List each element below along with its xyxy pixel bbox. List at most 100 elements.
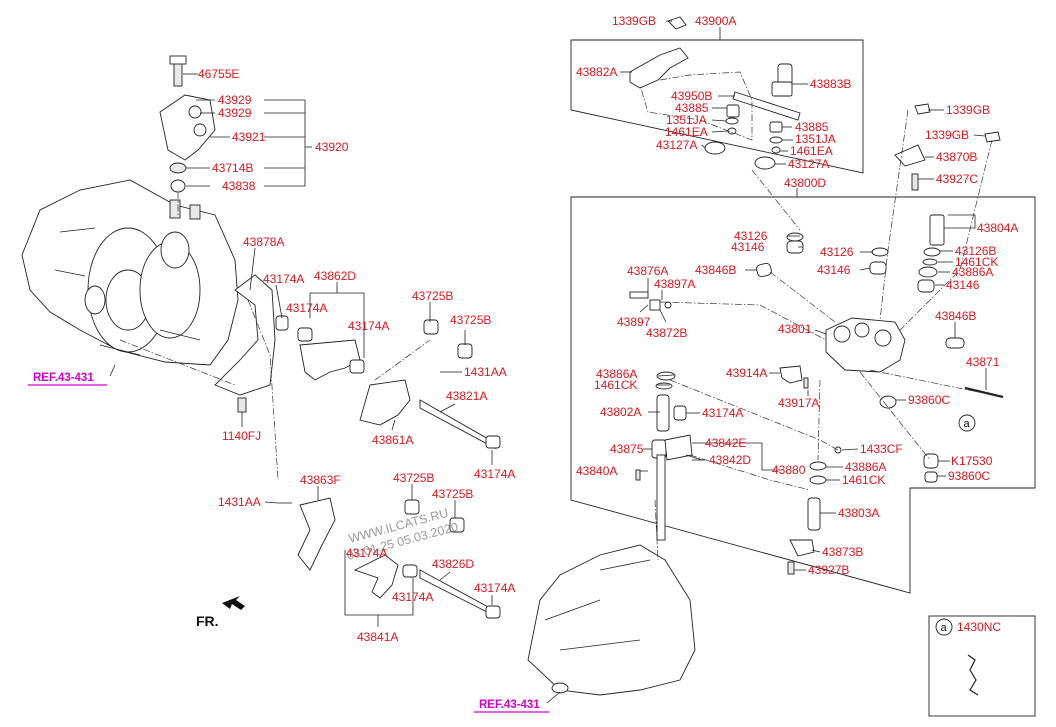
- part-label-43840A[interactable]: 43840A: [576, 464, 617, 478]
- part-label-43861A[interactable]: 43861A: [372, 433, 413, 447]
- part-label-43917A[interactable]: 43917A: [778, 396, 819, 410]
- part-label-43886A[interactable]: 43886A: [952, 265, 993, 279]
- part-label-43871[interactable]: 43871: [966, 355, 1000, 369]
- part-label-1140FJ[interactable]: 1140FJ: [222, 429, 261, 443]
- part-label-43842D[interactable]: 43842D: [709, 453, 751, 467]
- part-label-43883B[interactable]: 43883B: [810, 77, 851, 91]
- part-label-1431AA[interactable]: 1431AA: [464, 365, 507, 379]
- part-label-43863F[interactable]: 43863F: [300, 473, 341, 487]
- part-label-43127A[interactable]: 43127A: [656, 138, 697, 152]
- part-label-1339GB[interactable]: 1339GB: [612, 14, 656, 28]
- part-label-43826D[interactable]: 43826D: [432, 557, 474, 571]
- part-label-43882A[interactable]: 43882A: [576, 65, 617, 79]
- part-label-43802A[interactable]: 43802A: [600, 405, 641, 419]
- part-label-43885[interactable]: 43885: [795, 120, 829, 134]
- part-label-43126[interactable]: 43126: [734, 229, 768, 243]
- part-label-43804A[interactable]: 43804A: [977, 221, 1018, 235]
- part-label-46755E[interactable]: 46755E: [198, 67, 239, 81]
- callout-a-diagram: a: [958, 414, 976, 432]
- part-label-43174A[interactable]: 43174A: [348, 319, 389, 333]
- ref-link-left[interactable]: REF.43-431: [28, 372, 107, 386]
- part-label-43126B[interactable]: 43126B: [955, 244, 996, 258]
- svg-text:a: a: [941, 622, 948, 634]
- part-label-1461EA[interactable]: 1461EA: [790, 144, 833, 158]
- part-label-1461CK[interactable]: 1461CK: [955, 255, 998, 269]
- part-label-43921[interactable]: 43921: [232, 130, 266, 144]
- part-label-43146[interactable]: 43146: [946, 278, 980, 292]
- bracket-assembly-43920: [159, 55, 216, 193]
- part-label-43146[interactable]: 43146: [731, 240, 765, 254]
- part-label-43876A[interactable]: 43876A: [627, 264, 668, 278]
- part-label-43900A[interactable]: 43900A: [695, 14, 736, 28]
- part-label-43174A[interactable]: 43174A: [286, 301, 327, 315]
- part-label-43714B[interactable]: 43714B: [212, 161, 253, 175]
- part-label-43875[interactable]: 43875: [610, 442, 644, 456]
- part-label-43846B[interactable]: 43846B: [695, 263, 736, 277]
- part-label-43174A[interactable]: 43174A: [263, 272, 304, 286]
- svg-text:REF.43-431: REF.43-431: [479, 699, 540, 711]
- part-label-43929[interactable]: 43929: [218, 106, 252, 120]
- part-label-43174A[interactable]: 43174A: [474, 467, 515, 481]
- ref-link-bottom[interactable]: REF.43-431: [474, 699, 549, 713]
- part-label-43897[interactable]: 43897: [617, 315, 651, 329]
- shift-fork-43863F: [278, 497, 465, 571]
- clip-1430NC: [967, 654, 979, 696]
- part-label-43841A[interactable]: 43841A: [357, 630, 398, 644]
- part-label-43880[interactable]: 43880: [772, 463, 806, 477]
- part-label-1431AA[interactable]: 1431AA: [218, 495, 261, 509]
- parts-43800D: [629, 103, 1004, 575]
- part-label-43870B[interactable]: 43870B: [936, 150, 977, 164]
- part-label-43929[interactable]: 43929: [218, 93, 252, 107]
- part-label-43146[interactable]: 43146: [817, 263, 851, 277]
- part-label-43927B[interactable]: 43927B: [808, 563, 849, 577]
- part-label-K17530[interactable]: K17530: [951, 454, 993, 468]
- part-label-43886A[interactable]: 43886A: [596, 367, 637, 381]
- part-label-43862D[interactable]: 43862D: [314, 269, 356, 283]
- part-label-1351JA[interactable]: 1351JA: [795, 132, 836, 146]
- part-label-43725B[interactable]: 43725B: [412, 289, 453, 303]
- part-label-43878A[interactable]: 43878A: [243, 235, 284, 249]
- part-label-1430NC[interactable]: 1430NC: [957, 620, 1001, 634]
- part-label-43842E[interactable]: 43842E: [705, 436, 746, 450]
- part-label-43846B[interactable]: 43846B: [935, 309, 976, 323]
- transmission-case-bottom: [527, 544, 696, 696]
- part-label-43885[interactable]: 43885: [675, 101, 709, 115]
- part-label-43838[interactable]: 43838: [222, 179, 256, 193]
- callout-a-legend: a: [935, 618, 953, 636]
- part-label-43950B[interactable]: 43950B: [671, 89, 712, 103]
- part-label-1433CF[interactable]: 1433CF: [860, 442, 903, 456]
- part-label-43174A[interactable]: 43174A: [392, 590, 433, 604]
- part-label-1339GB[interactable]: 1339GB: [946, 103, 990, 117]
- part-label-1461EA[interactable]: 1461EA: [665, 125, 708, 139]
- part-label-43800D[interactable]: 43800D: [784, 176, 826, 190]
- part-label-43886A[interactable]: 43886A: [845, 460, 886, 474]
- part-label-43725B[interactable]: 43725B: [432, 487, 473, 501]
- part-label-43725B[interactable]: 43725B: [393, 471, 434, 485]
- part-label-43897A[interactable]: 43897A: [654, 277, 695, 291]
- part-label-43920[interactable]: 43920: [315, 140, 349, 154]
- part-label-43872B[interactable]: 43872B: [646, 326, 687, 340]
- part-label-1339GB[interactable]: 1339GB: [925, 128, 969, 142]
- part-label-43127A[interactable]: 43127A: [788, 157, 829, 171]
- part-label-1461CK[interactable]: 1461CK: [842, 473, 885, 487]
- part-label-43174A[interactable]: 43174A: [474, 581, 515, 595]
- part-label-93860C[interactable]: 93860C: [908, 393, 950, 407]
- part-label-43725B[interactable]: 43725B: [450, 313, 491, 327]
- parts-43900A: [629, 16, 801, 170]
- part-label-43174A[interactable]: 43174A: [346, 546, 387, 560]
- part-label-43174A[interactable]: 43174A: [702, 406, 743, 420]
- part-label-1351JA[interactable]: 1351JA: [666, 113, 707, 127]
- shift-fork-43841A: [353, 554, 501, 619]
- part-label-43914A[interactable]: 43914A: [726, 366, 767, 380]
- svg-text:a: a: [964, 418, 971, 430]
- part-label-93860C[interactable]: 93860C: [948, 469, 990, 483]
- part-label-43821A[interactable]: 43821A: [446, 389, 487, 403]
- part-label-43803A[interactable]: 43803A: [838, 506, 879, 520]
- svg-text:REF.43-431: REF.43-431: [33, 372, 94, 384]
- front-direction-label: FR.: [196, 613, 219, 629]
- part-label-43126[interactable]: 43126: [820, 245, 854, 259]
- part-label-43927C[interactable]: 43927C: [936, 172, 978, 186]
- part-label-43801[interactable]: 43801: [778, 322, 812, 336]
- part-label-43873B[interactable]: 43873B: [822, 545, 863, 559]
- part-label-1461CK[interactable]: 1461CK: [594, 378, 637, 392]
